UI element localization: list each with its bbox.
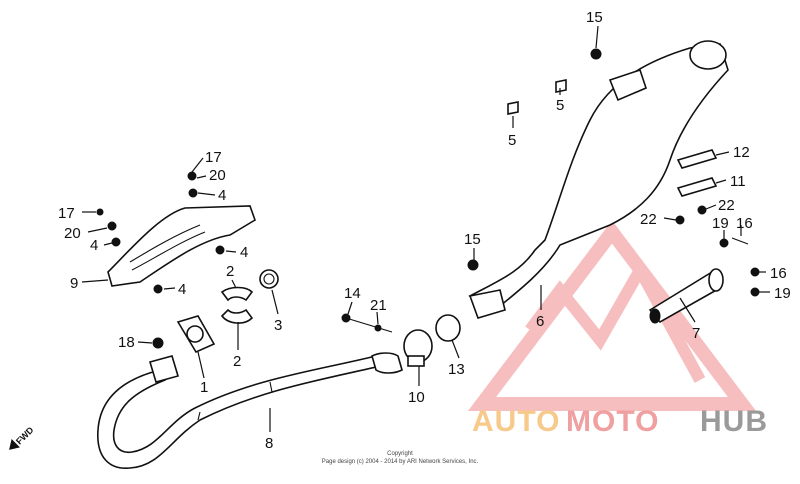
callout-2a: 2: [226, 263, 234, 280]
callout-20a: 20: [209, 167, 226, 184]
callout-19b: 19: [774, 285, 791, 302]
watermark-text: AUTO MOTO HUB: [472, 405, 768, 438]
forward-arrow-icon: [9, 439, 20, 450]
callout-13: 13: [448, 361, 465, 378]
callout-15a: 15: [586, 9, 603, 26]
callout-5a: 5: [556, 97, 564, 114]
copyright-line-2: Page design (c) 2004 - 2014 by ARI Netwo…: [322, 459, 479, 465]
exhaust-gasket: [176, 315, 216, 354]
callout-16a: 16: [736, 215, 753, 232]
watermark-logo: [467, 220, 757, 411]
joint-ring: [259, 269, 279, 289]
callout-18: 18: [118, 334, 135, 351]
callout-11: 11: [730, 173, 746, 190]
callout-2b: 2: [233, 353, 241, 370]
callout-17a: 17: [205, 149, 222, 166]
callout-22a: 22: [640, 211, 657, 228]
forward-label: FWD: [14, 424, 36, 446]
callout-21: 21: [370, 297, 387, 314]
callout-7: 7: [692, 325, 700, 342]
callout-15b: 15: [464, 231, 481, 248]
callout-4d: 4: [178, 281, 186, 298]
callout-1: 1: [200, 379, 208, 396]
callout-4a: 4: [218, 187, 226, 204]
exhaust-pipe: [97, 352, 403, 469]
callout-12: 12: [733, 144, 750, 161]
callout-3: 3: [274, 317, 282, 334]
bracket-11: [676, 177, 718, 197]
forward-direction-indicator: FWD: [9, 424, 36, 450]
muffler-gasket: [435, 314, 461, 342]
callout-5b: 5: [508, 132, 516, 149]
watermark-moto: MOTO: [566, 405, 659, 438]
pipe-clamp: [403, 329, 433, 367]
callout-22b: 22: [718, 197, 735, 214]
callout-9: 9: [70, 275, 78, 292]
muffler: [468, 40, 729, 319]
callout-16b: 16: [770, 265, 787, 282]
callout-17b: 17: [58, 205, 75, 222]
callout-10: 10: [408, 389, 425, 406]
callout-4b: 4: [90, 237, 98, 254]
watermark-hub: HUB: [700, 405, 768, 438]
collets: [220, 286, 254, 324]
callout-20b: 20: [64, 225, 81, 242]
copyright-line-1: Copyright: [387, 451, 413, 457]
watermark-auto: AUTO: [472, 405, 560, 438]
callout-4c: 4: [240, 244, 248, 261]
callout-8: 8: [265, 435, 273, 452]
nut-18: [152, 337, 164, 349]
callout-6: 6: [536, 313, 544, 330]
heat-shield: [107, 205, 256, 287]
spark-arrestor: [648, 268, 724, 324]
callout-14: 14: [344, 285, 361, 302]
bracket-12: [676, 149, 718, 169]
callout-19a: 19: [712, 215, 729, 232]
callouts: 15 5 5 12 11 22 22 19 16 16 19 7 6 15 13…: [58, 9, 791, 452]
leader-lines: [81, 25, 770, 432]
